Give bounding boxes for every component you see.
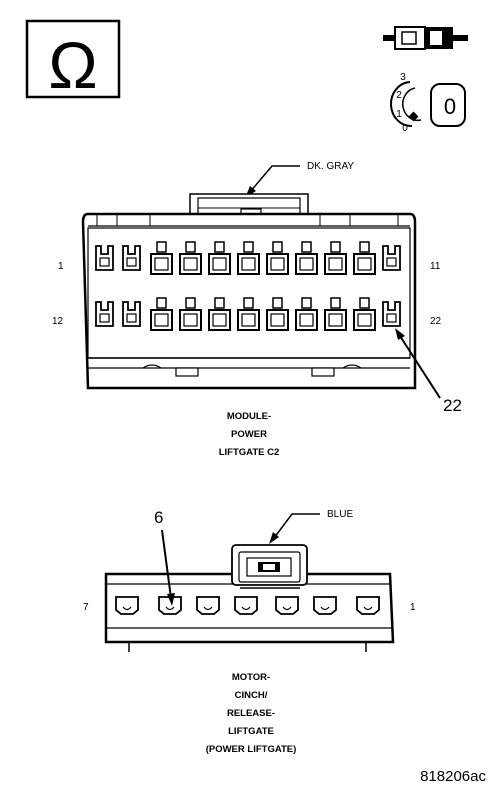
- cinch-caption-line-1: MOTOR-: [232, 672, 270, 683]
- cinch-latch: [231, 544, 308, 589]
- ignition-off-icon: 0 3 2 1 0: [390, 72, 466, 134]
- c2-cavity-pin-4: [179, 241, 202, 275]
- cinch-cavity-pin-4: [234, 596, 258, 615]
- c2-cavity-pin-9: [324, 241, 347, 275]
- c2-cavity-pin-3: [150, 241, 173, 275]
- c2-cavity-pin-1: [95, 245, 114, 271]
- connector-cinch-motor: BLUE 7 1 6 MOTOR- CINCH/ RELEASE- LIFTG: [83, 508, 416, 755]
- cinch-cavity-pin-7: [115, 596, 139, 615]
- c2-pin-label-12: 12: [52, 316, 64, 327]
- c2-cavity-pin-7: [266, 241, 289, 275]
- cinch-caption-line-4: LIFTGATE: [228, 726, 274, 737]
- c2-callout-pin: 22: [443, 396, 462, 415]
- c2-cavity-pin-17: [237, 297, 260, 331]
- cinch-cavities: [115, 596, 380, 615]
- ignition-key-label: 0: [444, 94, 456, 119]
- cinch-caption-line-2: CINCH/: [235, 690, 268, 701]
- c2-cavity-pin-12: [95, 301, 114, 327]
- cinch-callout-pin: 6: [154, 508, 163, 527]
- c2-color-label: DK. GRAY: [307, 161, 354, 172]
- c2-pin-label-1: 1: [58, 261, 64, 272]
- c2-cavity-pin-20: [324, 297, 347, 331]
- c2-pin-label-22: 22: [430, 316, 442, 327]
- cinch-cavity-pin-5: [196, 596, 220, 615]
- cinch-callout-leader: [161, 529, 172, 599]
- ignition-position-2: 2: [396, 90, 402, 101]
- c2-cavity-pin-14: [150, 297, 173, 331]
- cinch-cavity-pin-3: [275, 596, 299, 615]
- c2-cavity-pin-10: [353, 241, 376, 275]
- figure-code: 818206ac: [420, 768, 486, 785]
- c2-cavity-pin-22: [382, 301, 401, 327]
- c2-caption-line-2: POWER: [231, 429, 267, 440]
- c2-cavities: [95, 241, 401, 331]
- c2-cavity-pin-13: [122, 301, 141, 327]
- cinch-caption-line-3: RELEASE-: [227, 708, 275, 719]
- cinch-color-leader: [273, 513, 320, 539]
- c2-cavity-pin-19: [295, 297, 318, 331]
- ignition-position-1: 1: [396, 109, 402, 120]
- cinch-cavity-pin-2: [313, 596, 337, 615]
- c2-cavity-pin-15: [179, 297, 202, 331]
- c2-cavity-pin-6: [237, 241, 260, 275]
- c2-cavity-pin-21: [353, 297, 376, 331]
- c2-caption-line-3: LIFTGATE C2: [219, 447, 280, 458]
- c2-cavity-pin-8: [295, 241, 318, 275]
- c2-callout-leader: [399, 335, 441, 399]
- c2-color-leader: [249, 165, 300, 193]
- cinch-cavity-pin-1: [356, 596, 380, 615]
- connector-c2: DK. GRAY 1 11 12 22: [52, 161, 462, 458]
- disconnect-connector-icon: [383, 26, 468, 50]
- ohm-symbol: Ω: [48, 28, 97, 102]
- ignition-position-3: 3: [400, 72, 406, 83]
- cinch-pin-label-1: 1: [410, 602, 416, 613]
- c2-cavity-pin-2: [122, 245, 141, 271]
- c2-pin-label-11: 11: [430, 261, 441, 272]
- cinch-cavity-pin-6: [158, 596, 182, 615]
- ohmmeter-icon: Ω: [25, 19, 121, 102]
- cinch-color-label: BLUE: [327, 509, 353, 520]
- c2-cavity-pin-5: [208, 241, 231, 275]
- ignition-position-0: 0: [402, 123, 408, 134]
- c2-cavity-pin-11: [382, 245, 401, 271]
- c2-caption-line-1: MODULE-: [227, 411, 271, 422]
- c2-cavity-pin-18: [266, 297, 289, 331]
- cinch-caption-line-5: (POWER LIFTGATE): [206, 744, 297, 755]
- c2-cavity-pin-16: [208, 297, 231, 331]
- cinch-pin-label-7: 7: [83, 602, 89, 613]
